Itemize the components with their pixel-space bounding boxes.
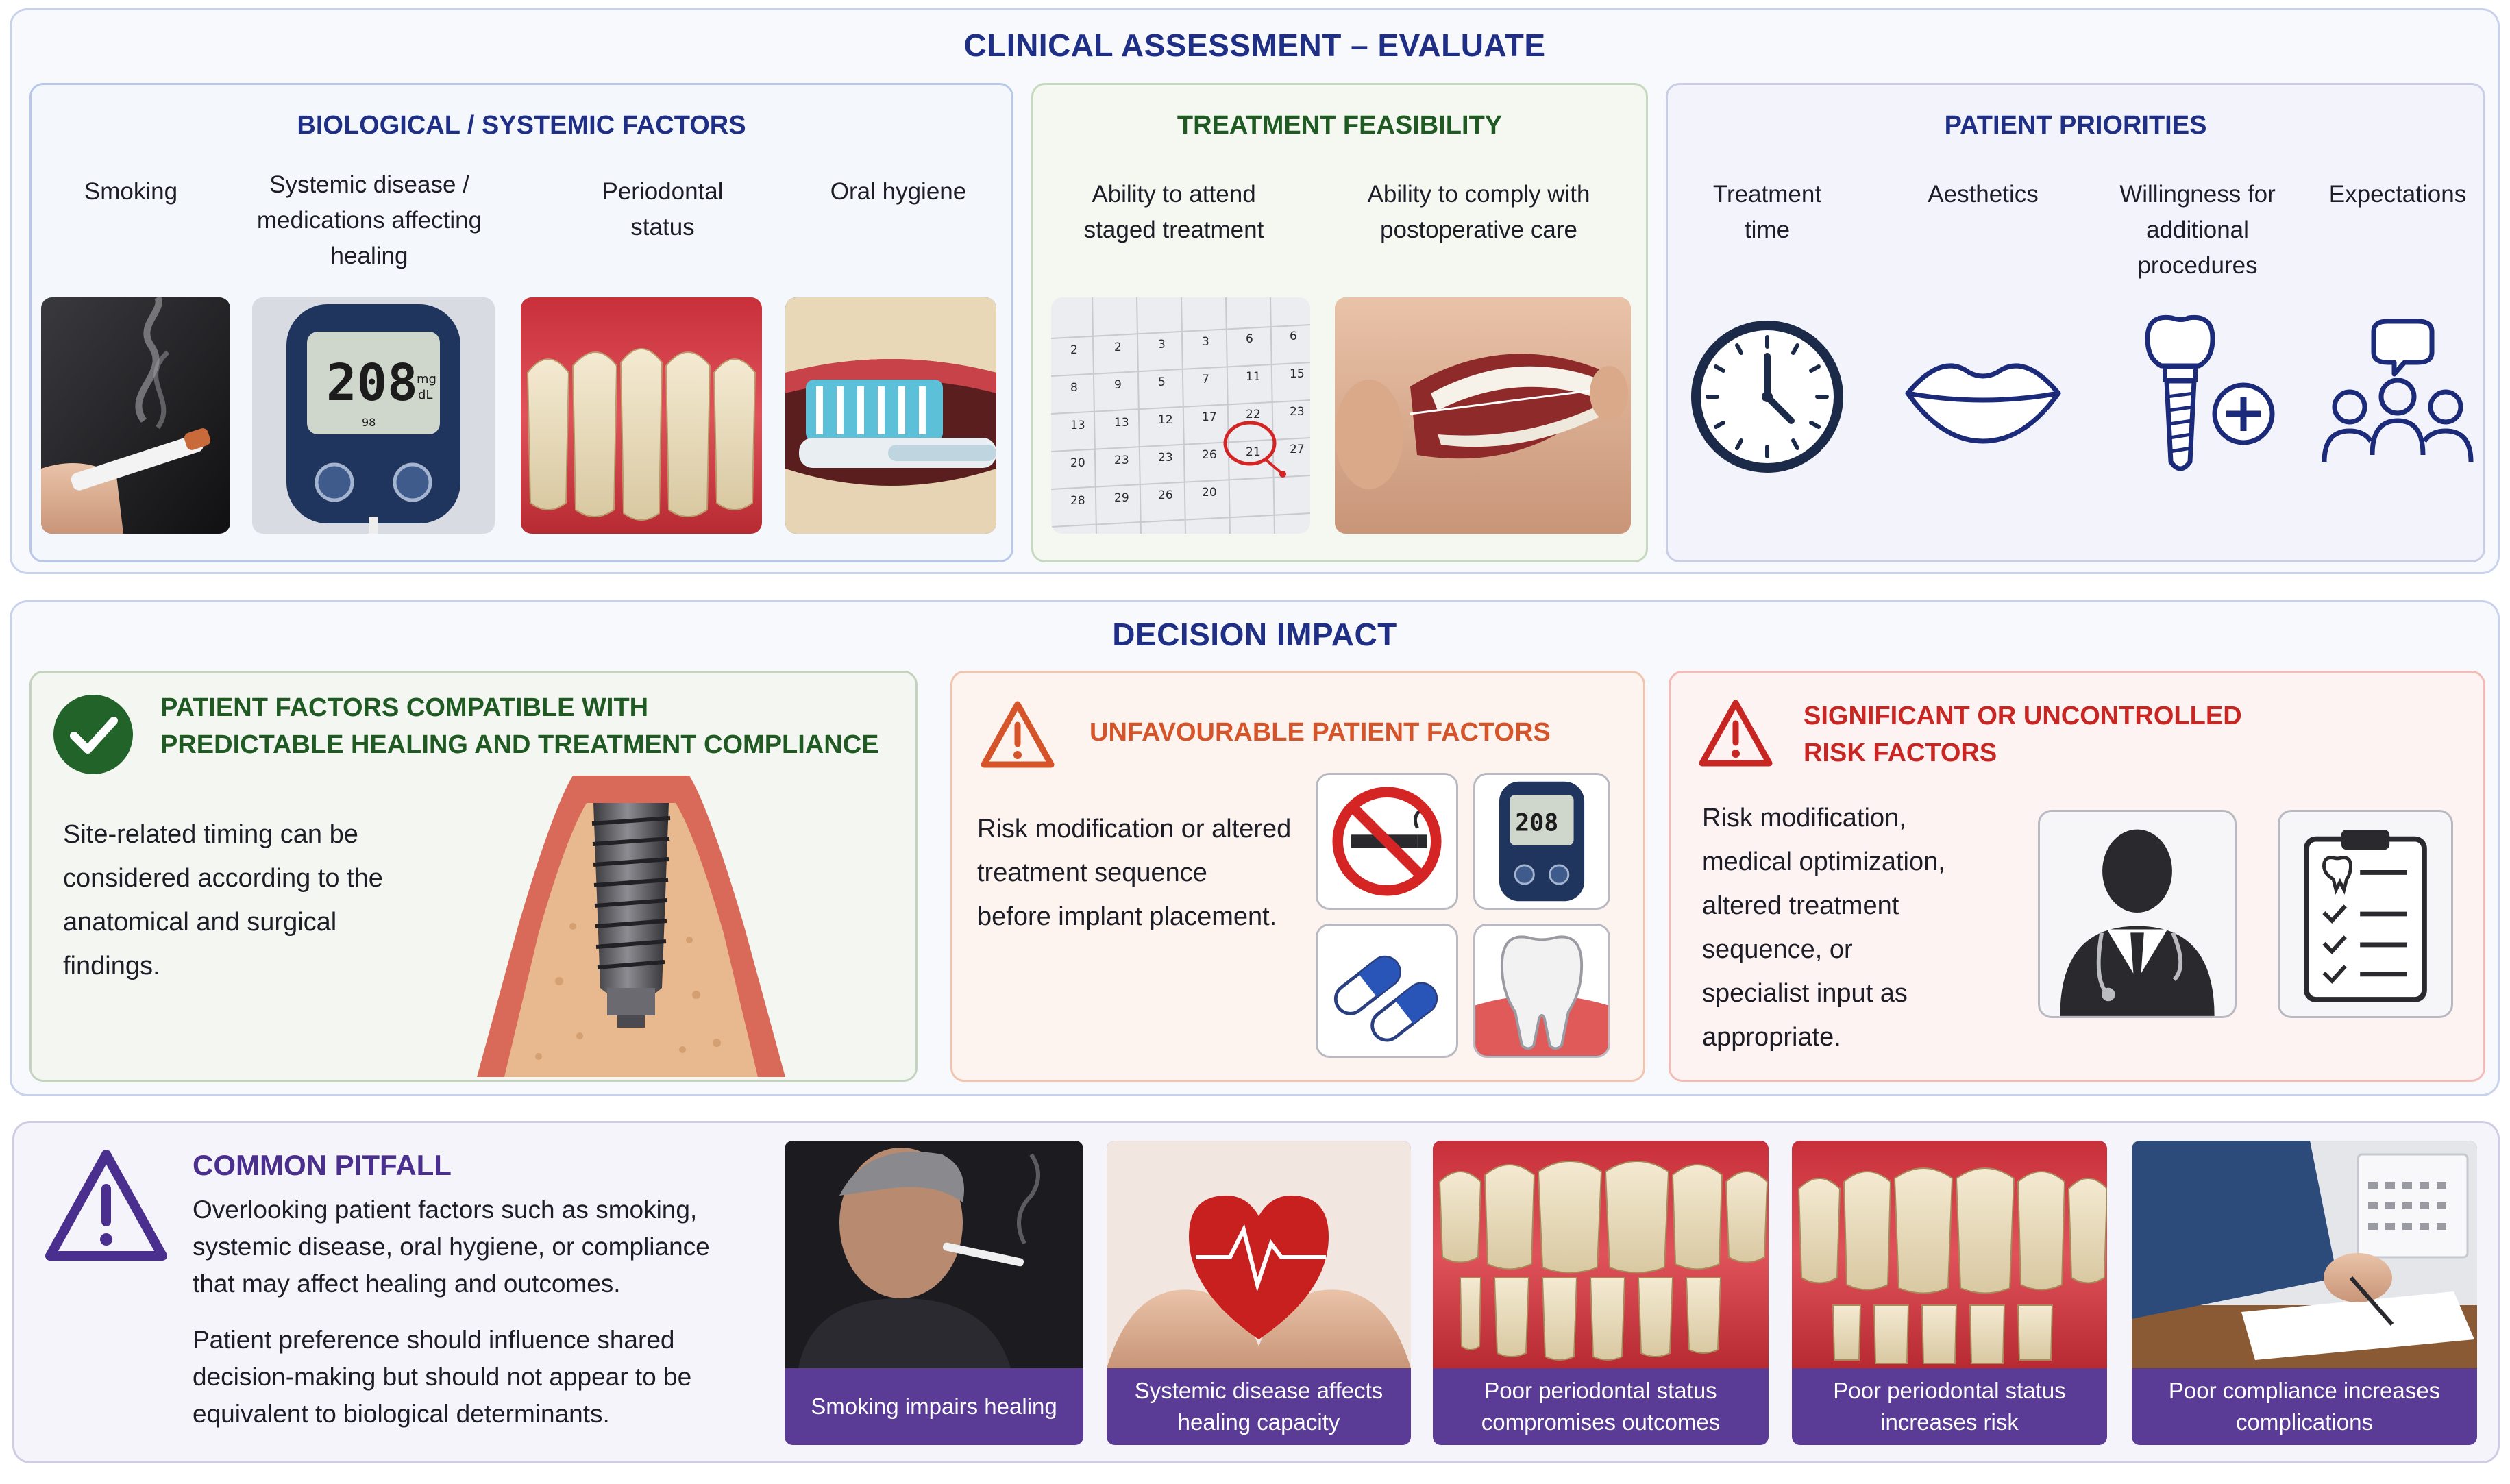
calendar-day: 8	[1070, 381, 1078, 395]
check-circle-icon	[52, 693, 134, 776]
pitfall-text-2: Patient preference should influence shar…	[193, 1326, 692, 1428]
calendar-day: 26	[1158, 489, 1173, 502]
biological-factors-panel: BIOLOGICAL / SYSTEMIC FACTORS Smoking Sy…	[29, 83, 1013, 562]
significant-title-line1: SIGNIFICANT OR UNCONTROLLED	[1804, 702, 2242, 730]
calendar-day: 23	[1158, 451, 1173, 465]
biological-factors-title: BIOLOGICAL / SYSTEMIC FACTORS	[297, 111, 746, 140]
clock-icon	[1688, 318, 1846, 475]
tooth-gum-tile	[1473, 924, 1610, 1058]
calendar-day: 20	[1070, 456, 1085, 470]
implant-in-bone-icon	[477, 776, 785, 1077]
warning-red-icon	[1698, 699, 1773, 767]
smoking-photo	[41, 297, 230, 534]
no-smoking-tile	[1316, 773, 1458, 910]
calendar-day: 15	[1290, 367, 1305, 381]
calendar-day: 12	[1158, 413, 1173, 427]
meter-reading: 208	[1515, 809, 1558, 837]
calendar-day: 2	[1070, 343, 1078, 357]
treatment-feasibility-title: TREATMENT FEASIBILITY	[1177, 111, 1503, 140]
significant-risk-panel: SIGNIFICANT OR UNCONTROLLED RISK FACTORS…	[1669, 671, 2485, 1082]
calendar-day: 13	[1114, 416, 1129, 430]
calendar-day: 3	[1202, 335, 1209, 349]
calendar-day: 6	[1290, 330, 1297, 343]
compatible-factors-panel: PATIENT FACTORS COMPATIBLE WITH PREDICTA…	[29, 671, 918, 1082]
calendar-day: 26	[1202, 448, 1217, 462]
compatible-title-line2: PREDICTABLE HEALING AND TREATMENT COMPLI…	[160, 730, 879, 759]
clinical-assessment-title: CLINICAL ASSESSMENT – EVALUATE	[963, 27, 1546, 63]
aesthetics-label: Aesthetics	[1928, 181, 2039, 208]
calendar-day: 11	[1246, 370, 1261, 384]
calendar-day: 22	[1246, 408, 1261, 421]
calendar-day: 20	[1202, 486, 1217, 499]
systemic-disease-label: Systemic disease / medications affecting…	[256, 171, 482, 269]
common-pitfall-section: COMMON PITFALL Overlooking patient facto…	[12, 1121, 2500, 1463]
calendar-day: 9	[1114, 378, 1122, 392]
unfavourable-body: Risk modification or altered treatment s…	[977, 815, 1292, 931]
pitfall-title: COMMON PITFALL	[193, 1149, 452, 1181]
compatible-title-line1: PATIENT FACTORS COMPATIBLE WITH	[160, 693, 649, 722]
pitfall-caption-smoking: Smoking impairs healing	[811, 1394, 1057, 1419]
warning-orange-icon	[980, 700, 1055, 769]
flossing-photo	[1335, 297, 1631, 534]
checklist-tile	[2278, 810, 2453, 1018]
group-discussion-icon	[2319, 318, 2476, 469]
calendar-day: 3	[1158, 338, 1166, 351]
calendar-day: 28	[1070, 494, 1085, 508]
calendar-day: 6	[1246, 332, 1253, 346]
calendar-day: 21	[1246, 445, 1261, 459]
significant-title-line2: RISK FACTORS	[1804, 739, 1997, 767]
periodontal-teeth-photo	[521, 297, 762, 534]
unfavourable-factors-panel: UNFAVOURABLE PATIENT FACTORS Risk modifi…	[950, 671, 1645, 1082]
calendar-day: 13	[1070, 419, 1085, 432]
comply-postoperative-label: Ability to comply with postoperative car…	[1367, 181, 1590, 243]
svg-text:mg: mg	[417, 372, 436, 386]
glucose-meter-tile: 208	[1473, 773, 1610, 910]
glucose-reading: 208	[326, 354, 418, 412]
svg-text:98: 98	[362, 416, 376, 429]
calendar-day: 2	[1114, 341, 1122, 354]
unfavourable-title: UNFAVOURABLE PATIENT FACTORS	[1090, 718, 1551, 747]
lips-icon	[1901, 345, 2065, 448]
pitfall-text-1: Overlooking patient factors such as smok…	[193, 1196, 710, 1298]
calendar-day: 27	[1290, 443, 1305, 456]
decision-impact-title: DECISION IMPACT	[1112, 617, 1397, 652]
calendar-day: 23	[1114, 454, 1129, 467]
decision-impact-section: DECISION IMPACT PATIENT FACTORS COMPATIB…	[10, 600, 2500, 1096]
smoking-label: Smoking	[84, 178, 178, 205]
oral-hygiene-label: Oral hygiene	[830, 178, 967, 205]
clinical-assessment-section: CLINICAL ASSESSMENT – EVALUATE BIOLOGICA…	[10, 8, 2500, 574]
compatible-body: Site-related timing can be considered ac…	[63, 820, 383, 980]
calendar-day: 7	[1202, 373, 1209, 386]
warning-purple-icon	[45, 1148, 168, 1264]
patient-priorities-title: PATIENT PRIORITIES	[1944, 111, 2207, 140]
expectations-label: Expectations	[2328, 181, 2467, 208]
treatment-feasibility-panel: TREATMENT FEASIBILITY Ability to attend …	[1031, 83, 1648, 562]
calendar-day: 5	[1158, 375, 1166, 389]
calendar-day: 29	[1114, 491, 1129, 505]
calendar-day: 23	[1290, 405, 1305, 419]
svg-text:dL: dL	[418, 388, 432, 402]
significant-body: Risk modification, medical optimization,…	[1702, 804, 1945, 1052]
doctor-tile	[2038, 810, 2237, 1018]
attend-staged-treatment-label: Ability to attend staged treatment	[1083, 181, 1264, 243]
pills-tile	[1316, 924, 1458, 1058]
toothbrush-photo	[785, 297, 996, 534]
calendar-day: 17	[1202, 410, 1217, 424]
implant-plus-icon	[2134, 311, 2285, 482]
glucose-meter-photo: 208 mg dL 98	[252, 297, 495, 534]
pitfall-card-smoking: Smoking impairs healing	[785, 1141, 1083, 1445]
